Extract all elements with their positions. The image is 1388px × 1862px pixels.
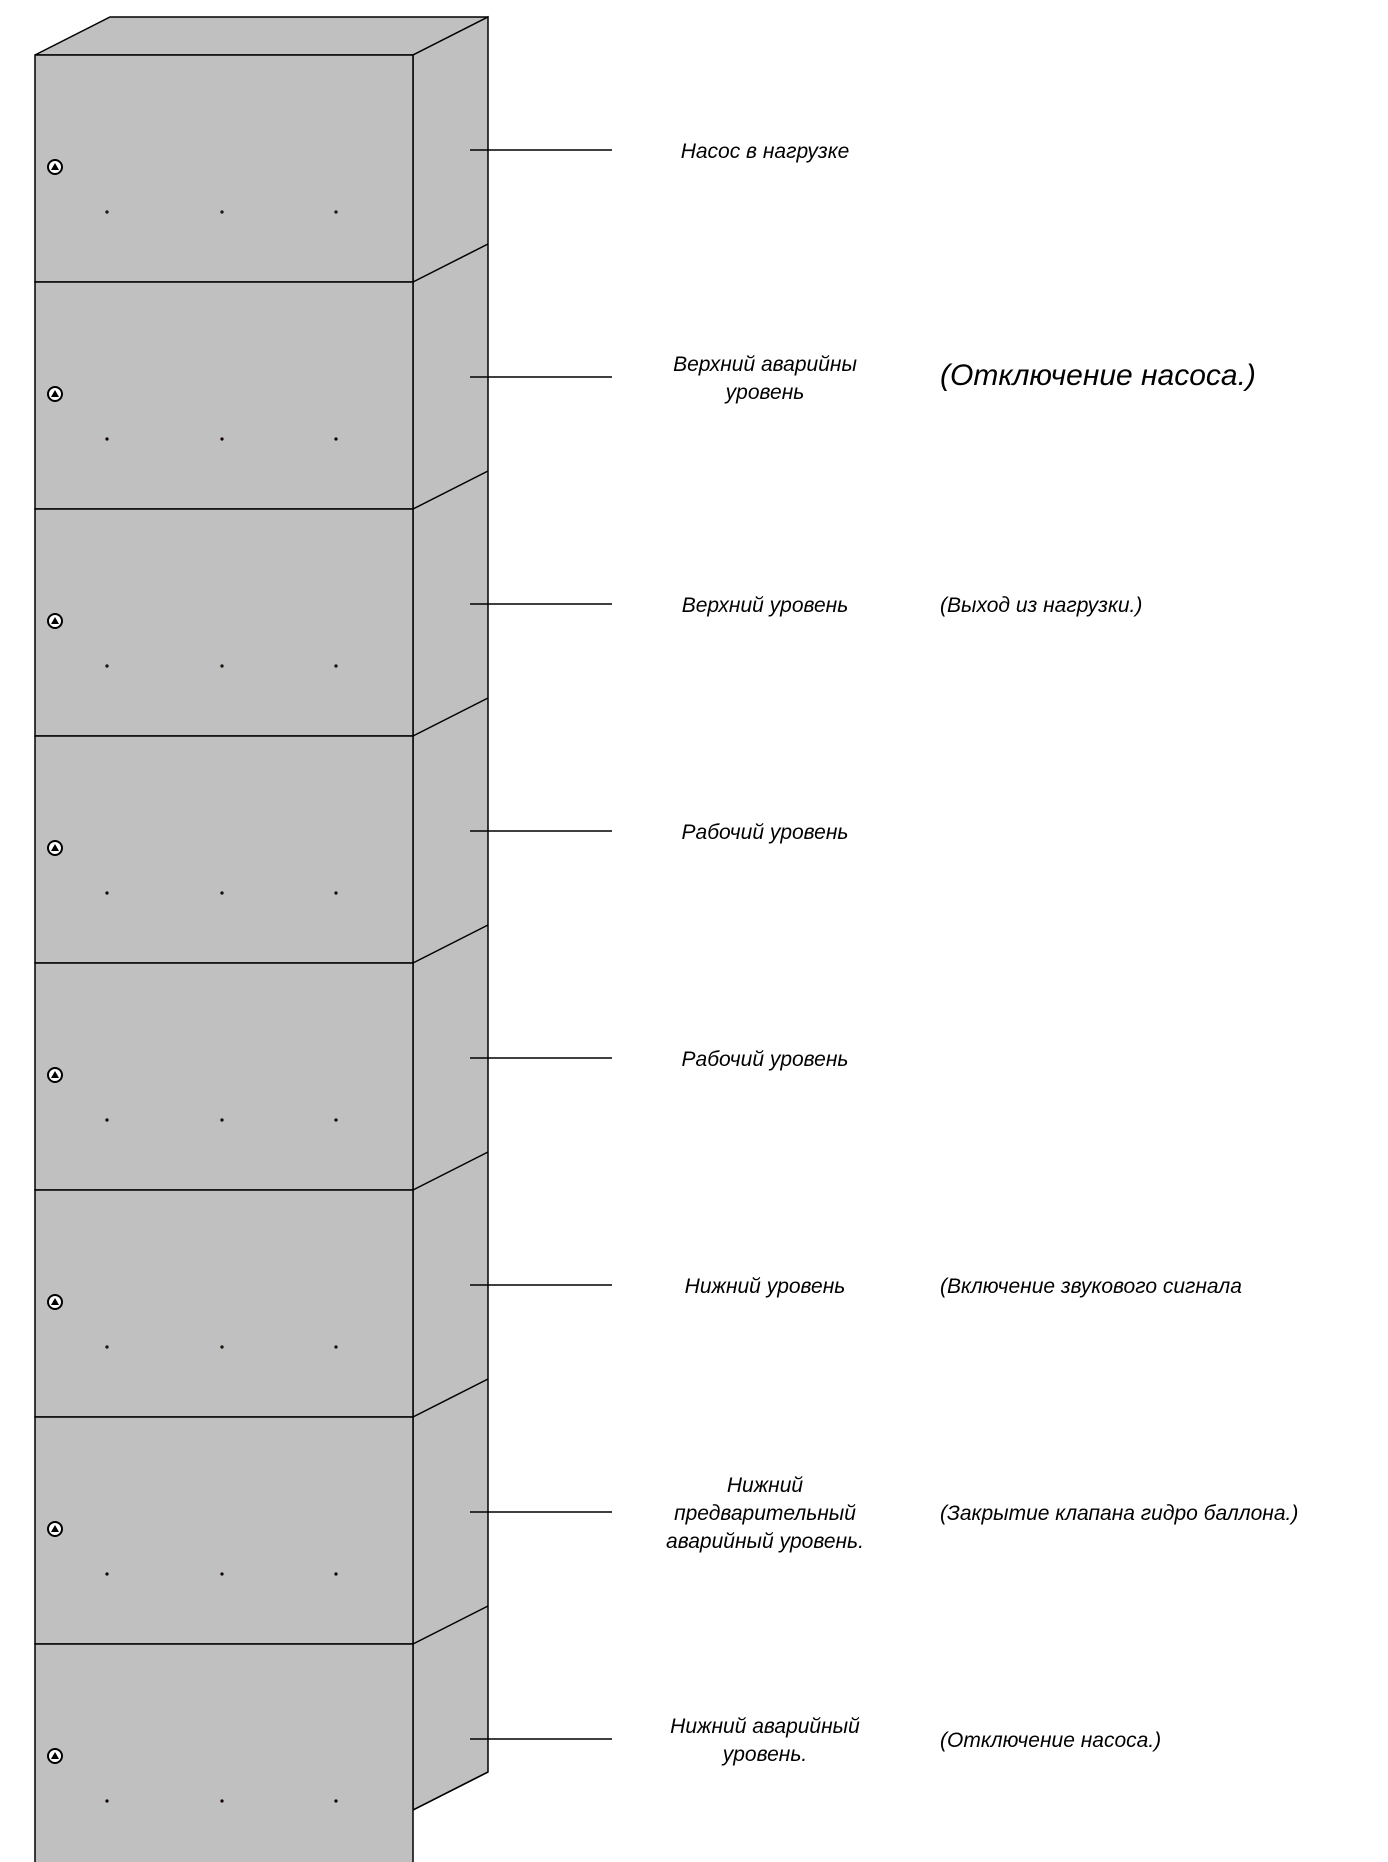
label-upper-emergency: Верхний аварийны уровень bbox=[673, 353, 857, 404]
lamp-working-1-2-3 bbox=[334, 891, 338, 895]
tower-side-face bbox=[412, 15, 489, 1812]
module-upper-side-edge bbox=[412, 470, 489, 510]
lamp-upper-emergency-2-2 bbox=[220, 437, 224, 441]
note-lower-pre-emergency: (Закрытие клапана гидро баллона.) bbox=[940, 1502, 1298, 1525]
label-lower: Нижний уровень bbox=[685, 1275, 846, 1298]
label-lower-line-1: Нижний уровень bbox=[685, 1275, 846, 1298]
lamp-upper-emergency-2-3 bbox=[334, 437, 338, 441]
note-lower-emergency: (Отключение насоса.) bbox=[940, 1729, 1161, 1752]
lamp-lower-2-3 bbox=[334, 1345, 338, 1349]
module-lower-emergency-side-edge bbox=[412, 1605, 489, 1645]
label-load-line-1: Насос в нагрузке bbox=[681, 140, 850, 163]
mounting-screw-icon bbox=[47, 1294, 63, 1310]
label-upper: Верхний уровень bbox=[682, 594, 849, 617]
label-lower-emergency-line-2: уровень. bbox=[721, 1743, 807, 1766]
note-lower: (Включение звукового сигнала bbox=[940, 1275, 1242, 1298]
lamp-lower-emergency-2-1 bbox=[105, 1799, 109, 1803]
lamp-working-1-2-1 bbox=[105, 891, 109, 895]
lamp-working-2-2-3 bbox=[334, 1118, 338, 1122]
lamp-upper-2-2 bbox=[220, 664, 224, 668]
label-lower-pre-emergency: Нижний предварительный аварийный уровень. bbox=[666, 1474, 864, 1553]
mounting-screw-icon bbox=[47, 1521, 63, 1537]
indicator-tower bbox=[34, 15, 489, 1862]
mounting-screw-icon bbox=[47, 386, 63, 402]
lamp-working-2-2-2 bbox=[220, 1118, 224, 1122]
label-upper-line-1: Верхний уровень bbox=[682, 594, 849, 617]
module-lower-side-edge bbox=[412, 1151, 489, 1191]
module-working-2-side-edge bbox=[412, 924, 489, 964]
lamp-lower-emergency-2-2 bbox=[220, 1799, 224, 1803]
mounting-screw-icon bbox=[47, 1067, 63, 1083]
note-upper: (Выход из нагрузки.) bbox=[940, 594, 1142, 617]
module-working-1-side-edge bbox=[412, 697, 489, 737]
module-lower-pre-emergency-side-edge bbox=[412, 1378, 489, 1418]
label-lower-emergency-line-1: Нижний аварийный bbox=[670, 1715, 860, 1738]
label-working-2: Рабочий уровень bbox=[682, 1048, 849, 1071]
lamp-load-2-3 bbox=[334, 210, 338, 214]
module-working-1-front bbox=[34, 735, 414, 964]
module-upper-front bbox=[34, 508, 414, 737]
tower-bottom-edge bbox=[412, 1771, 489, 1811]
module-lower-emergency-front bbox=[34, 1643, 414, 1862]
module-load-front bbox=[34, 54, 414, 283]
label-working-1: Рабочий уровень bbox=[682, 821, 849, 844]
label-lower-emergency: Нижний аварийный уровень. bbox=[670, 1715, 860, 1766]
lamp-lower-emergency-2-3 bbox=[334, 1799, 338, 1803]
label-working-2-line-1: Рабочий уровень bbox=[682, 1048, 849, 1071]
lamp-upper-2-3 bbox=[334, 664, 338, 668]
label-lower-pre-emergency-line-3: аварийный уровень. bbox=[666, 1530, 864, 1553]
lamp-lower-pre-emergency-2-1 bbox=[105, 1572, 109, 1576]
mounting-screw-icon bbox=[47, 159, 63, 175]
label-upper-emergency-line-1: Верхний аварийны bbox=[673, 353, 857, 376]
label-lower-pre-emergency-line-2: предварительный bbox=[674, 1502, 856, 1525]
note-upper-emergency: (Отключение насоса.) bbox=[940, 359, 1256, 392]
module-working-2-front bbox=[34, 962, 414, 1191]
mounting-screw-icon bbox=[47, 840, 63, 856]
lamp-lower-pre-emergency-2-2 bbox=[220, 1572, 224, 1576]
lamp-lower-2-1 bbox=[105, 1345, 109, 1349]
module-upper-emergency-side-edge bbox=[412, 243, 489, 283]
mounting-screw-icon bbox=[47, 613, 63, 629]
module-upper-emergency-front bbox=[34, 281, 414, 510]
lamp-lower-2-2 bbox=[220, 1345, 224, 1349]
mounting-screw-icon bbox=[47, 1748, 63, 1764]
module-lower-pre-emergency-front bbox=[34, 1416, 414, 1645]
label-upper-emergency-line-2: уровень bbox=[724, 381, 805, 404]
module-lower-front bbox=[34, 1189, 414, 1418]
lamp-working-2-2-1 bbox=[105, 1118, 109, 1122]
lamp-upper-2-1 bbox=[105, 664, 109, 668]
label-working-1-line-1: Рабочий уровень bbox=[682, 821, 849, 844]
lamp-upper-emergency-2-1 bbox=[105, 437, 109, 441]
lamp-load-2-1 bbox=[105, 210, 109, 214]
lamp-working-1-2-2 bbox=[220, 891, 224, 895]
label-load: Насос в нагрузке bbox=[681, 140, 850, 163]
lamp-lower-pre-emergency-2-3 bbox=[334, 1572, 338, 1576]
label-lower-pre-emergency-line-1: Нижний bbox=[727, 1474, 804, 1497]
tower-top-face bbox=[34, 16, 489, 56]
lamp-load-2-2 bbox=[220, 210, 224, 214]
